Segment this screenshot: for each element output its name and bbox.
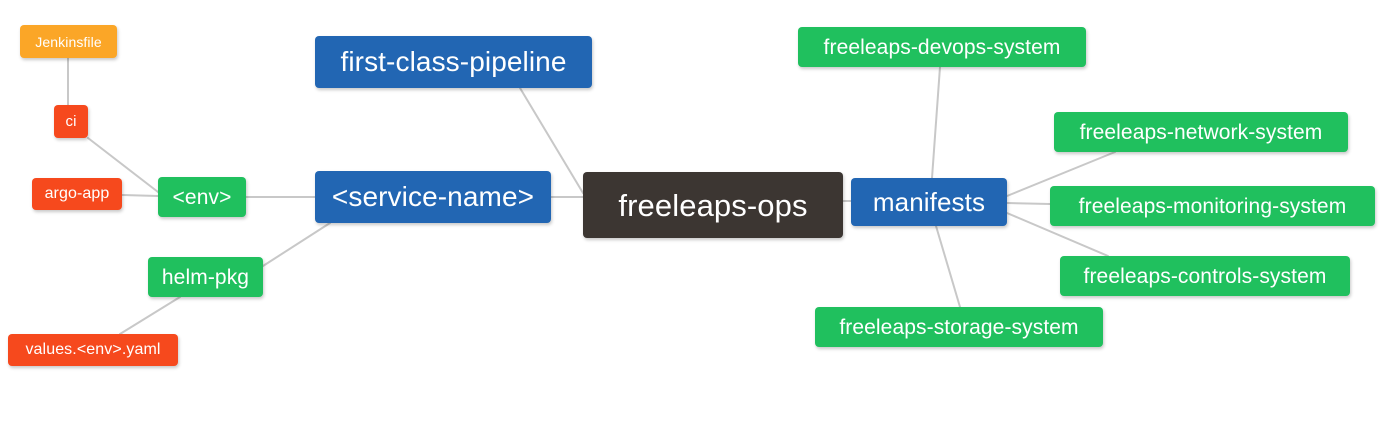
node-label: first-class-pipeline (340, 46, 567, 77)
node-label: freeleaps-monitoring-system (1078, 194, 1347, 218)
node-label: <env> (172, 185, 232, 209)
node-first-class-pipeline[interactable]: first-class-pipeline (315, 36, 592, 88)
node-label: freeleaps-devops-system (823, 35, 1061, 59)
edge-manifests-to-freeleaps-monitoring-system (1006, 202, 1051, 205)
node-manifests[interactable]: manifests (851, 178, 1007, 226)
node-label: freeleaps-storage-system (839, 315, 1079, 339)
node-freeleaps-ops[interactable]: freeleaps-ops (583, 172, 843, 238)
node-freeleaps-network-system[interactable]: freeleaps-network-system (1054, 112, 1348, 152)
node-argo-app[interactable]: argo-app (32, 178, 122, 210)
node-label: values.<env>.yaml (25, 341, 161, 358)
node-label: freeleaps-controls-system (1083, 264, 1327, 288)
edge-helm-pkg-to-values-env-yaml (119, 296, 181, 335)
node-env[interactable]: <env> (158, 177, 246, 217)
node-label: helm-pkg (161, 265, 250, 289)
edge-manifests-to-freeleaps-devops-system (931, 66, 941, 179)
node-label: ci (65, 113, 77, 130)
node-values-env-yaml[interactable]: values.<env>.yaml (8, 334, 178, 366)
node-label: freeleaps-network-system (1079, 120, 1323, 144)
edge-service-name-to-helm-pkg (262, 222, 331, 267)
node-service-name[interactable]: <service-name> (315, 171, 551, 223)
node-freeleaps-storage-system[interactable]: freeleaps-storage-system (815, 307, 1103, 347)
node-label: argo-app (44, 185, 110, 202)
edge-env-to-argo-app (121, 194, 159, 197)
node-freeleaps-monitoring-system[interactable]: freeleaps-monitoring-system (1050, 186, 1375, 226)
node-helm-pkg[interactable]: helm-pkg (148, 257, 263, 297)
node-ci[interactable]: ci (54, 105, 88, 138)
node-jenkinsfile[interactable]: Jenkinsfile (20, 25, 117, 58)
node-label: Jenkinsfile (35, 33, 102, 50)
node-label: manifests (872, 187, 986, 217)
node-freeleaps-devops-system[interactable]: freeleaps-devops-system (798, 27, 1086, 67)
node-label: freeleaps-ops (618, 187, 808, 223)
node-freeleaps-controls-system[interactable]: freeleaps-controls-system (1060, 256, 1350, 296)
node-label: <service-name> (331, 181, 535, 212)
edge-manifests-to-freeleaps-storage-system (935, 225, 961, 308)
